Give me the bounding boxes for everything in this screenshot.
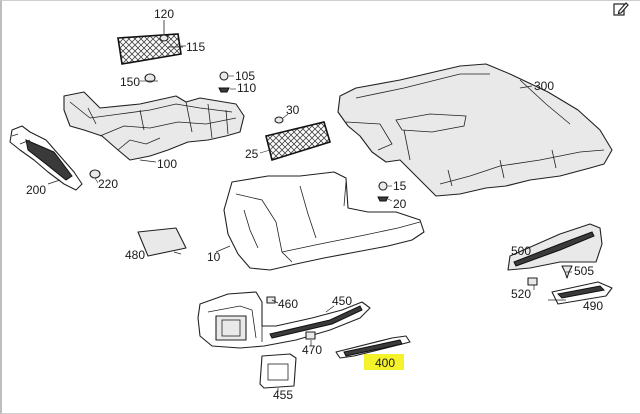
label-20[interactable]: 20: [393, 197, 407, 211]
label-500[interactable]: 500: [511, 244, 531, 258]
label-150[interactable]: 150: [120, 75, 140, 89]
label-505[interactable]: 505: [574, 264, 594, 278]
label-25[interactable]: 25: [245, 147, 259, 161]
part-30-clip[interactable]: [274, 113, 289, 124]
part-500-sill-trim[interactable]: [507, 223, 603, 271]
leader-lines: [47, 45, 572, 392]
part-120-clip[interactable]: [159, 20, 169, 42]
label-520[interactable]: 520: [511, 287, 531, 301]
part-455-cover-plate[interactable]: [259, 353, 297, 389]
part-400-scuff-plate[interactable]: [335, 335, 411, 359]
part-490-scuff-plate[interactable]: [551, 281, 613, 305]
label-115[interactable]: 115: [186, 40, 205, 54]
part-15-fastener[interactable]: [378, 181, 392, 191]
label-490[interactable]: 490: [583, 299, 603, 313]
label-30[interactable]: 30: [286, 103, 300, 117]
part-200-side-trim[interactable]: [9, 125, 83, 191]
part-460-clip[interactable]: [266, 296, 276, 304]
label-100[interactable]: 100: [157, 157, 177, 171]
part-220-clip[interactable]: [89, 169, 101, 184]
label-110[interactable]: 110: [237, 81, 256, 95]
part-100-front-carpet[interactable]: [63, 91, 245, 161]
label-400[interactable]: 400: [375, 356, 395, 370]
part-110-fastener[interactable]: [218, 87, 236, 93]
part-105-fastener[interactable]: [219, 71, 234, 81]
label-15[interactable]: 15: [393, 179, 407, 193]
label-455[interactable]: 455: [273, 388, 293, 402]
part-115-mesh-pad[interactable]: [117, 33, 183, 65]
edit-icon[interactable]: [612, 0, 630, 18]
label-220[interactable]: 220: [98, 177, 118, 191]
label-450[interactable]: 450: [332, 294, 352, 308]
callout-labels: 120 115 150 105 110 100 30 25 300 200 22…: [26, 7, 603, 402]
part-150-clip[interactable]: [140, 73, 156, 83]
part-10-trunk-carpet[interactable]: [223, 171, 425, 271]
label-480[interactable]: 480: [125, 248, 145, 262]
label-460[interactable]: 460: [278, 297, 298, 311]
label-10[interactable]: 10: [207, 250, 221, 264]
part-20-fastener[interactable]: [377, 196, 393, 202]
label-105[interactable]: 105: [235, 69, 255, 83]
part-520-clip[interactable]: [527, 277, 538, 286]
part-25-mesh-pad[interactable]: [259, 121, 331, 162]
label-300[interactable]: 300: [534, 79, 554, 93]
highlight-400: [364, 354, 404, 370]
part-300-floor-carpet[interactable]: [337, 63, 613, 197]
part-450-trunk-trim[interactable]: [197, 291, 371, 349]
label-470[interactable]: 470: [302, 343, 322, 357]
part-480-mat[interactable]: [137, 227, 187, 257]
label-200[interactable]: 200: [26, 183, 46, 197]
part-470-clip[interactable]: [305, 331, 316, 340]
label-120[interactable]: 120: [154, 7, 174, 21]
